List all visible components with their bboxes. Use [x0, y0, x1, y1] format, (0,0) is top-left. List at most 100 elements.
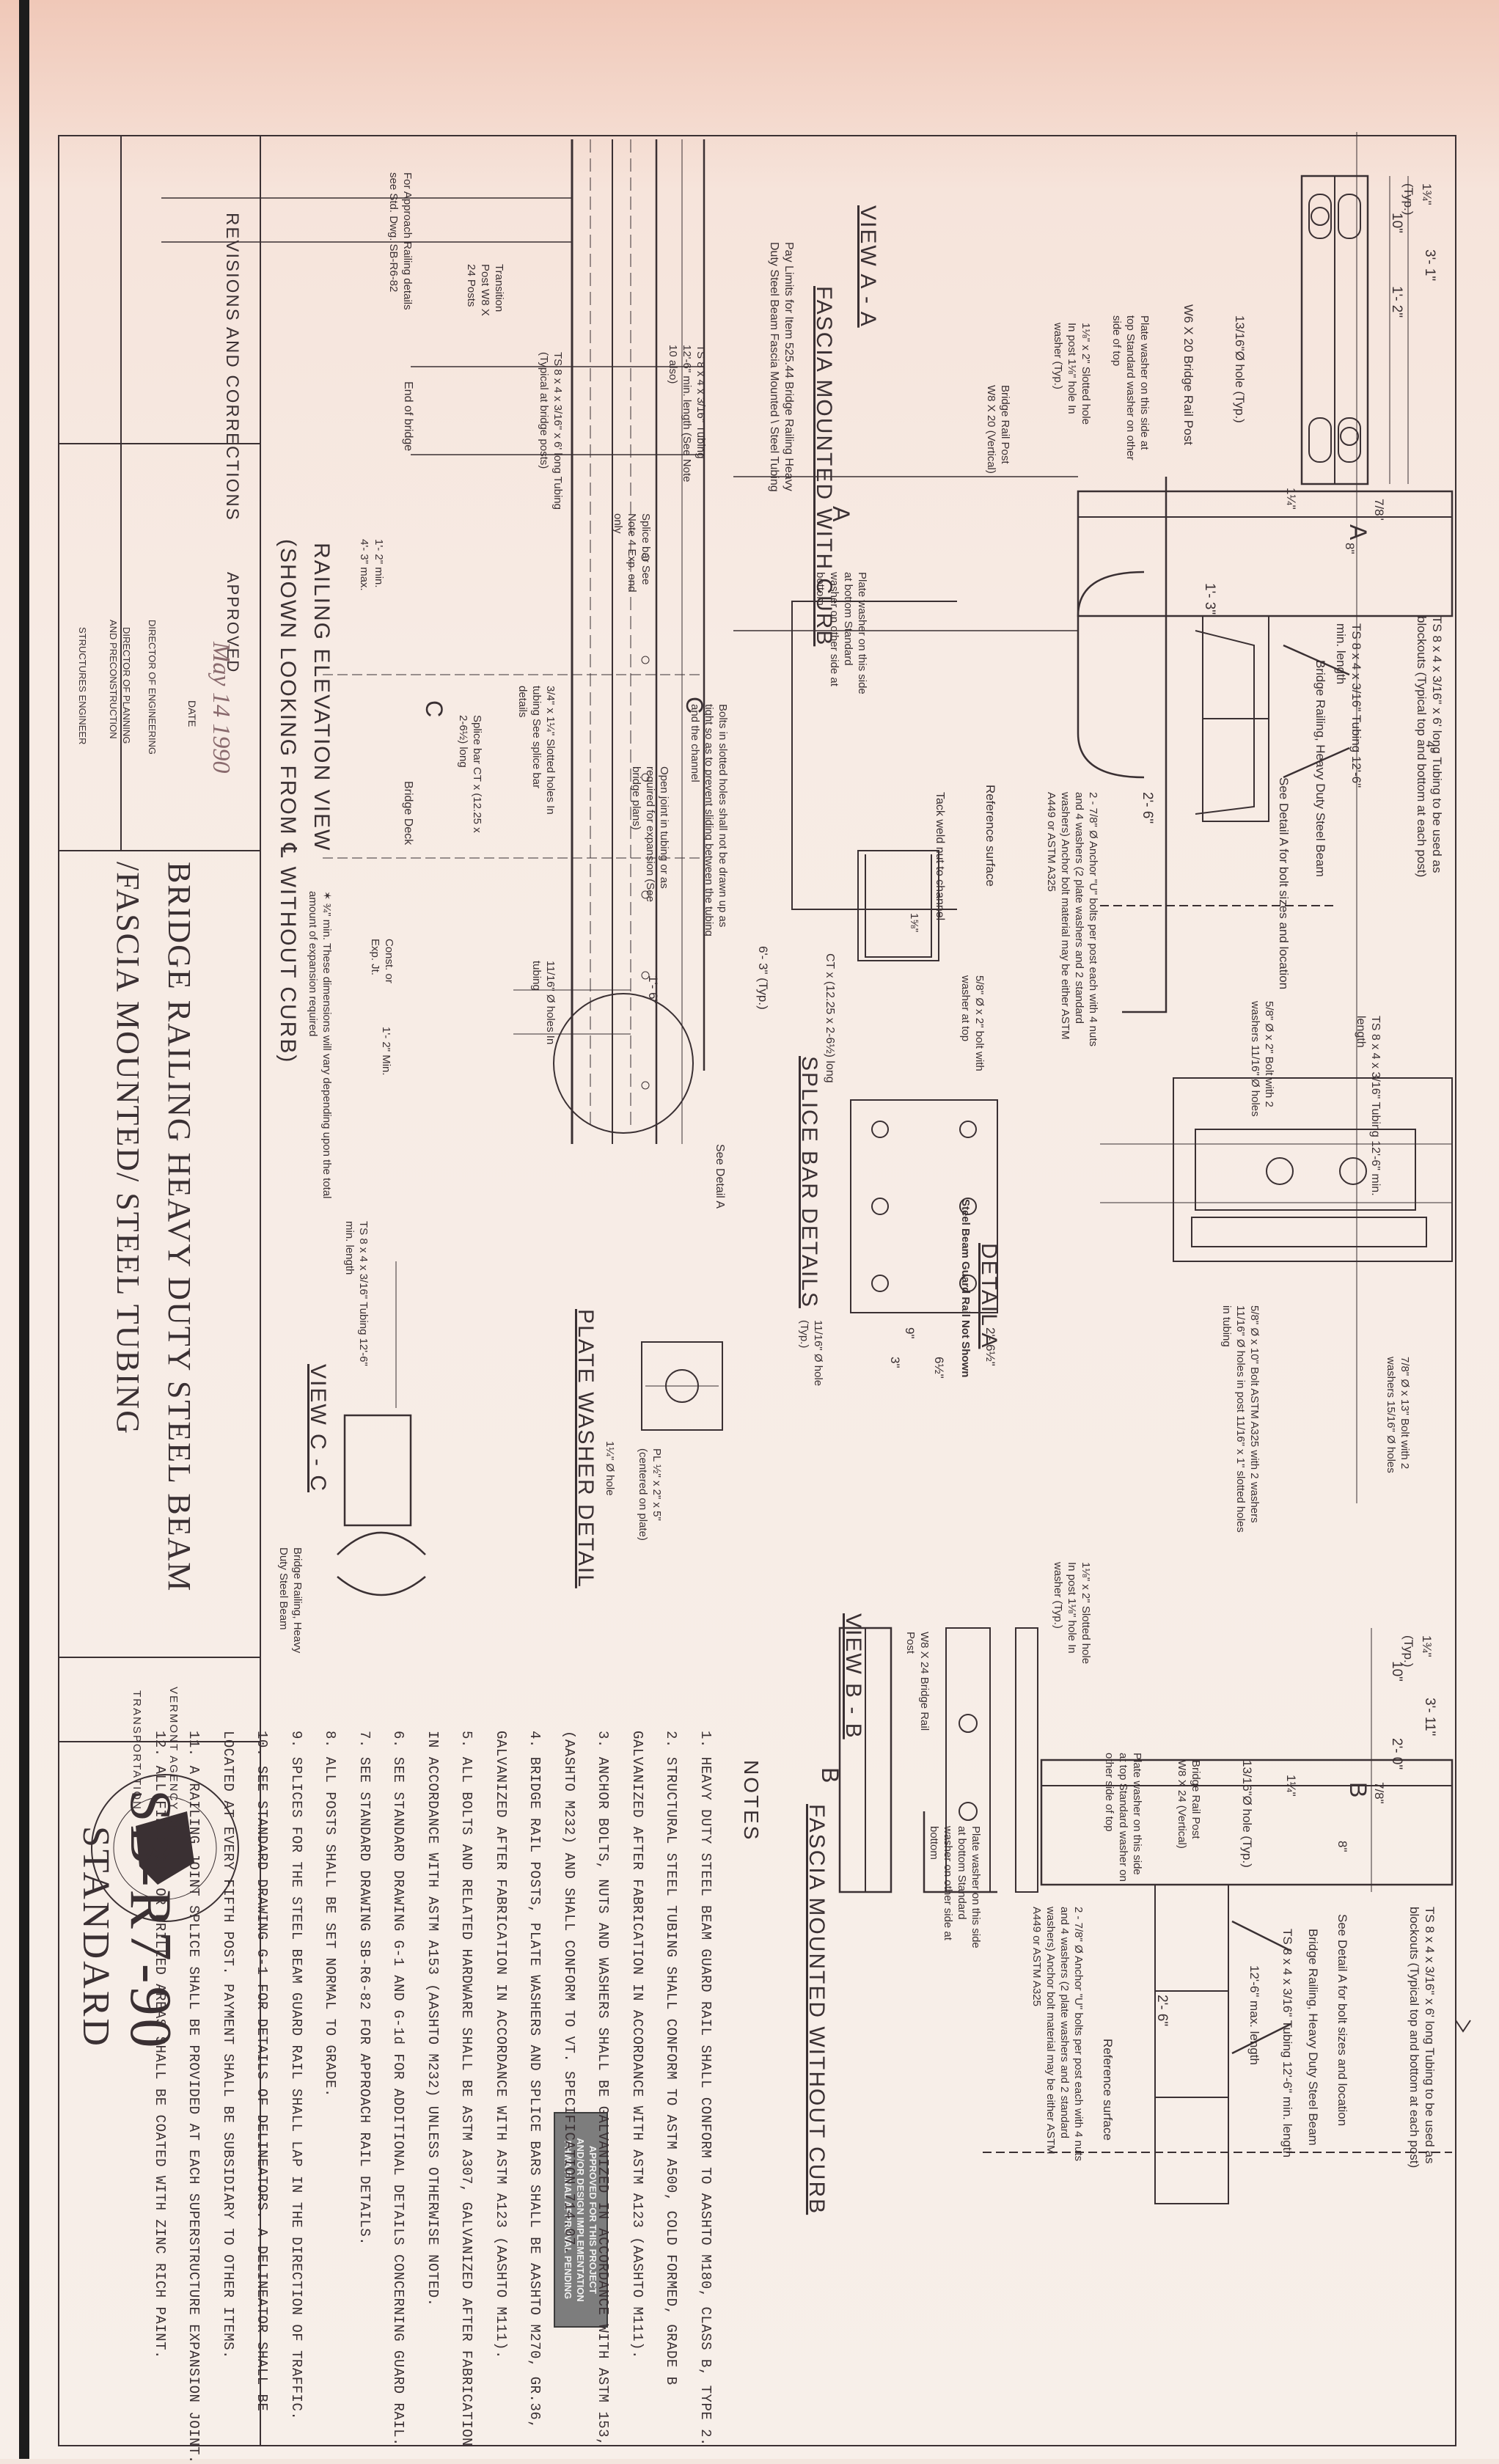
end-of-bridge-label: End of bridge — [402, 381, 414, 452]
dim-1-3-4-bb: 1¾" — [1420, 1635, 1434, 1657]
w8x24-post-label: W8 X 24 Bridge Rail Post — [904, 1632, 931, 1731]
standard-label: STANDARD — [75, 1826, 117, 2048]
dim-1-1-4-nocurb: 1¼" — [1284, 1775, 1298, 1797]
section-mark-b-bottom: B — [817, 1767, 843, 1783]
note-10-cont: LOCATED AT EVERY FIFTH POST. PAYMENT SHA… — [220, 1731, 236, 2359]
max-length-label: 12'-6" max. length — [1247, 1965, 1261, 2065]
view-cc-tubing — [343, 1414, 412, 1527]
binding-strip — [19, 0, 29, 2459]
dim-1-5-8: 1⅝" — [908, 913, 920, 933]
plate-bar-label: PL ½" x 2" x 5" (centered on plate) — [637, 1448, 663, 1541]
title-line-1: BRIDGE RAILING HEAVY DUTY STEEL BEAM — [161, 862, 197, 1593]
ts-tubing-cc-label: TS 8 x 4 x 3/16" Tubing 12'-6" min. leng… — [343, 1221, 370, 1366]
fascia-curb-post — [1077, 490, 1454, 617]
w8x24-vertical-label: Bridge Rail Post W8 X 24 (Vertical) — [1176, 1760, 1202, 1849]
dim-9: 9" — [903, 1327, 917, 1339]
see-detail-a-label: See Detail A for bolt sizes and location — [1277, 777, 1291, 990]
ts-blockouts-label: TS 8 x 4 x 3/16" x 6' long Tubing to be … — [1415, 616, 1444, 878]
approach-rail-label: For Approach Railing details see Std. Dw… — [387, 172, 414, 310]
revisions-label: REVISIONS AND CORRECTIONS — [222, 213, 242, 521]
structures-engineer-label: STRUCTURES ENGINEER — [77, 627, 88, 745]
note-11: 11. A RAILING JOINT SPLICE SHALL BE PROV… — [186, 1731, 202, 2464]
plate-washer-bottom-nocurb: Plate washer on this side at bottom Stan… — [928, 1826, 982, 1948]
note-9: 9. SPLICES FOR THE STEEL BEAM GUARD RAIL… — [288, 1731, 304, 2421]
note-6: 6. SEE STANDARD DRAWING G-1 AND G-1d FOR… — [390, 1731, 407, 2446]
plate-washer-top-bb: Plate washer on this side at top Standar… — [1103, 1753, 1143, 1882]
dim-2-0: 2'- 0" — [1389, 1738, 1404, 1770]
dim-7-8-nocurb: 7/8" — [1372, 1782, 1386, 1804]
dim-4-3-max: 4'- 3" max. — [358, 539, 370, 591]
dim-8-nocurb: 8" — [1335, 1841, 1349, 1852]
fascia-without-curb-title: FASCIA MOUNTED WITHOUT CURB — [805, 1804, 829, 2215]
splice-bar-ct-label: Splice bar CT x (12.25 x 2-6½) long — [457, 715, 483, 833]
exp-note-label: ✶ ¾" min. These dimensions will vary dep… — [307, 891, 333, 1199]
bridge-railing-hd-label: Bridge Railing, Heavy Duty Steel Beam — [1313, 660, 1327, 877]
dim-10-aa: 10" — [1389, 213, 1404, 233]
bolt-5-8-label: 5/8" Ø x 2" Bolt with 2 washers 11/16" Ø… — [1249, 1001, 1275, 1117]
open-joint-label: Open joint in tubing or as required for … — [630, 766, 670, 903]
hole-13-16-bb: 13/16"Ø hole (Typ.) — [1240, 1760, 1254, 1868]
fascia-curb-blockout-top — [1202, 615, 1269, 719]
notes-list: 1. HEAVY DUTY STEEL BEAM GUARD RAIL SHAL… — [143, 1731, 723, 2464]
plate-hole-label: 1¼" Ø hole — [604, 1441, 616, 1496]
plate-washer-title: PLATE WASHER DETAIL — [573, 1309, 598, 1588]
w8x20-post-label: Bridge Rail Post W8 X 20 (Vertical) — [985, 385, 1011, 474]
bridge-deck-label: Bridge Deck — [402, 781, 414, 846]
bolt-7-8-label: 7/8" Ø x 13" Bolt with 2 washers 15/16" … — [1385, 1357, 1411, 1473]
dim-2-6-nocurb: 2'- 6" — [1154, 1995, 1170, 2027]
title-line-2: /FASCIA MOUNTED/ STEEL TUBING — [110, 862, 146, 1435]
railing-elevation-subtitle: (SHOWN LOOKING FROM ℄ WITHOUT CURB) — [276, 539, 300, 1064]
notes-heading: NOTES — [740, 1760, 763, 1842]
splice-bar-plan — [850, 1099, 998, 1313]
note-5: 5. ALL BOLTS AND RELATED HARDWARE SHALL … — [458, 1731, 475, 2446]
sheet-border — [58, 135, 1456, 2446]
transition-label: Transition Post W8 X 24 Posts — [465, 264, 505, 316]
railing-elevation-title: RAILING ELEVATION VIEW — [309, 543, 334, 852]
ts-tubing-length-label: TS 8 x 4 x 3/16" Tubing 12'-6" min. leng… — [1334, 623, 1363, 788]
ts-tubing-elev-label: TS 8 x 4 x 3/16" Tubing 12'-6" min. leng… — [667, 345, 707, 483]
slotted-hole-aa-label: 1⅛" x 2" Slotted hole In post 1⅛" hole I… — [1052, 323, 1092, 425]
dim-7-8-curb: 7/8" — [1372, 499, 1386, 521]
dim-2-6: 2'- 6" — [1140, 792, 1155, 824]
ct-splice-label: CT x (12.25 x 2-6½) long — [824, 953, 836, 1083]
tack-weld-label: Tack weld nut to channel — [934, 792, 946, 921]
plate-washer-bottom-label: Plate washer on this side at bottom Stan… — [814, 572, 868, 694]
bolts-slotted-label: Bolts in slotted holes shall not be draw… — [689, 704, 729, 936]
note-4: 4. BRIDGE RAIL POSTS, PLATE WASHERS AND … — [527, 1731, 543, 2430]
slotted-holes-label: 3/4" x 1¼" Slotted holes In tubing See s… — [516, 686, 557, 815]
view-bb-title: VIEW B - B — [841, 1613, 865, 1739]
note-3-cont: (AASHTO M232) AND SHALL CONFORM TO VT. S… — [561, 1731, 577, 2255]
plate-washer-outline — [641, 1341, 723, 1431]
note-10: 10. SEE STANDARD DRAWING G-1 FOR DETAILS… — [254, 1731, 271, 2412]
ts-tubing-nocurb: TS 8 x 4 x 3/16" Tubing 12'-6" min. leng… — [1280, 1929, 1294, 2158]
plate-washer-top-label: Plate washer on this side at top Standar… — [1110, 315, 1151, 461]
anchor-bolts-label: 2 - 7/8" Ø Anchor "U" bolts per post eac… — [1045, 792, 1099, 1046]
reference-surface-nocurb: Reference surface — [1101, 2039, 1115, 2141]
dim-6-3: 6'- 3" (Typ.) — [756, 946, 770, 1010]
see-detail-a-nocurb: See Detail A for bolt sizes and location — [1335, 1914, 1349, 2127]
w6x20-post-label: W6 X 20 Bridge Rail Post — [1181, 304, 1195, 445]
section-mark-c-bottom: C — [421, 700, 447, 718]
date-label: DATE — [186, 700, 198, 727]
slotted-hole-bb-label: 1⅛" x 2" Slotted hole In post 1⅛" hole I… — [1052, 1562, 1092, 1665]
dim-1-3-4-aa: 1¾" — [1420, 183, 1434, 205]
ts-6ft-label: TS 8 x 4 x 3/16" x 6' long Tubing (Typic… — [538, 352, 564, 510]
dim-1-6: 1'- 6" — [646, 975, 660, 1004]
date-value: May 14 1990 — [208, 642, 235, 774]
note-1: 1. HEAVY DUTY STEEL BEAM GUARD RAIL SHAL… — [697, 1731, 714, 2446]
ts-4x4-label: TS 8 x 4 x 3/16" Tubing 12'-6" min. leng… — [1355, 1016, 1382, 1196]
reference-surface-curb: Reference surface — [983, 785, 997, 887]
note-3: 3. ANCHOR BOLTS, NUTS AND WASHERS SHALL … — [595, 1731, 612, 2446]
anchor-bolts-nocurb: 2 - 7/8" Ø Anchor "U" bolts per post eac… — [1030, 1907, 1085, 2161]
section-mark-b-top: B — [1345, 1782, 1371, 1798]
section-mark-a-top: A — [1345, 524, 1371, 540]
bolt-5-8-10-label: 5/8" Ø x 10" Bolt ASTM A325 with 2 washe… — [1220, 1305, 1261, 1533]
dim-4-curb: 4" — [1423, 741, 1437, 752]
bridge-railing-hd-nocurb: Bridge Railing, Heavy Duty Steel Beam — [1306, 1929, 1320, 2146]
director-engineering-label: DIRECTOR OF ENGINEERING — [147, 620, 158, 755]
view-aa-title: VIEW A - A — [856, 205, 880, 328]
splice-bar-section — [857, 850, 939, 961]
view-cc-title: VIEW C - C — [306, 1364, 330, 1492]
